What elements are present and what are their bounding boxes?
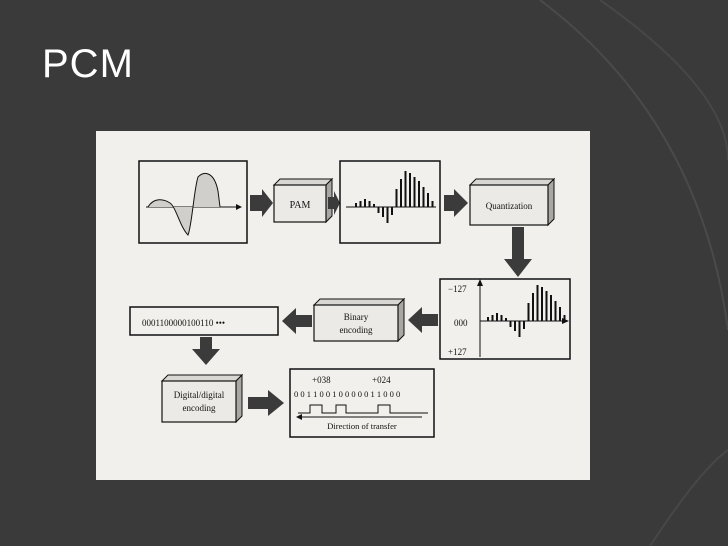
- arrow-pam-to-samples: [328, 191, 340, 215]
- arrow-to-binary-encoding: [408, 307, 438, 333]
- bitstream-box: 0001100000100110 •••: [129, 306, 279, 336]
- pam-box: PAM: [272, 177, 334, 224]
- digital-encoding-box: Digital/digital encoding: [160, 373, 244, 424]
- quantized-middle-label: 000: [454, 318, 468, 328]
- digital-encoding-label-line2: encoding: [183, 403, 216, 413]
- slide-title: PCM: [42, 42, 134, 86]
- output-signal-box: +038 +024 0 0 1 1 0 0 1 0 0 0 0 0 1 1 0 …: [289, 368, 435, 438]
- output-value-1: +038: [312, 375, 331, 385]
- arrow-quantization-down: [504, 227, 532, 277]
- binary-encoding-label-line1: Binary: [344, 312, 369, 322]
- pam-samples-box: [339, 160, 441, 244]
- output-bits: 0 0 1 1 0 0 1 0 0 0 0 0 1 1 0 0 0: [294, 389, 400, 399]
- bitstream-label: 0001100000100110 •••: [142, 318, 225, 328]
- pcm-diagram: PAM Quantization: [96, 131, 590, 480]
- pcm-diagram-svg: PAM Quantization: [129, 160, 571, 438]
- binary-encoding-label-line2: encoding: [340, 325, 373, 335]
- analog-signal-box: [138, 160, 248, 244]
- output-value-2: +024: [372, 375, 391, 385]
- quantized-signal-box: −127 000 +127: [439, 278, 571, 360]
- direction-of-transfer-label: Direction of transfer: [327, 421, 397, 431]
- arrow-samples-to-quantization: [444, 189, 468, 217]
- pam-label: PAM: [290, 200, 311, 211]
- arrow-bitstream-down: [192, 337, 220, 365]
- arrow-analog-to-pam: [250, 189, 273, 217]
- arrow-to-bitstream: [282, 308, 312, 334]
- quantization-label: Quantization: [486, 201, 533, 211]
- quantized-top-label: −127: [448, 284, 467, 294]
- binary-encoding-box: Binary encoding: [312, 297, 406, 343]
- quantized-bottom-label: +127: [448, 347, 467, 357]
- arrow-to-output: [248, 390, 284, 416]
- quantization-box: Quantization: [468, 177, 556, 227]
- digital-encoding-label-line1: Digital/digital: [174, 390, 225, 400]
